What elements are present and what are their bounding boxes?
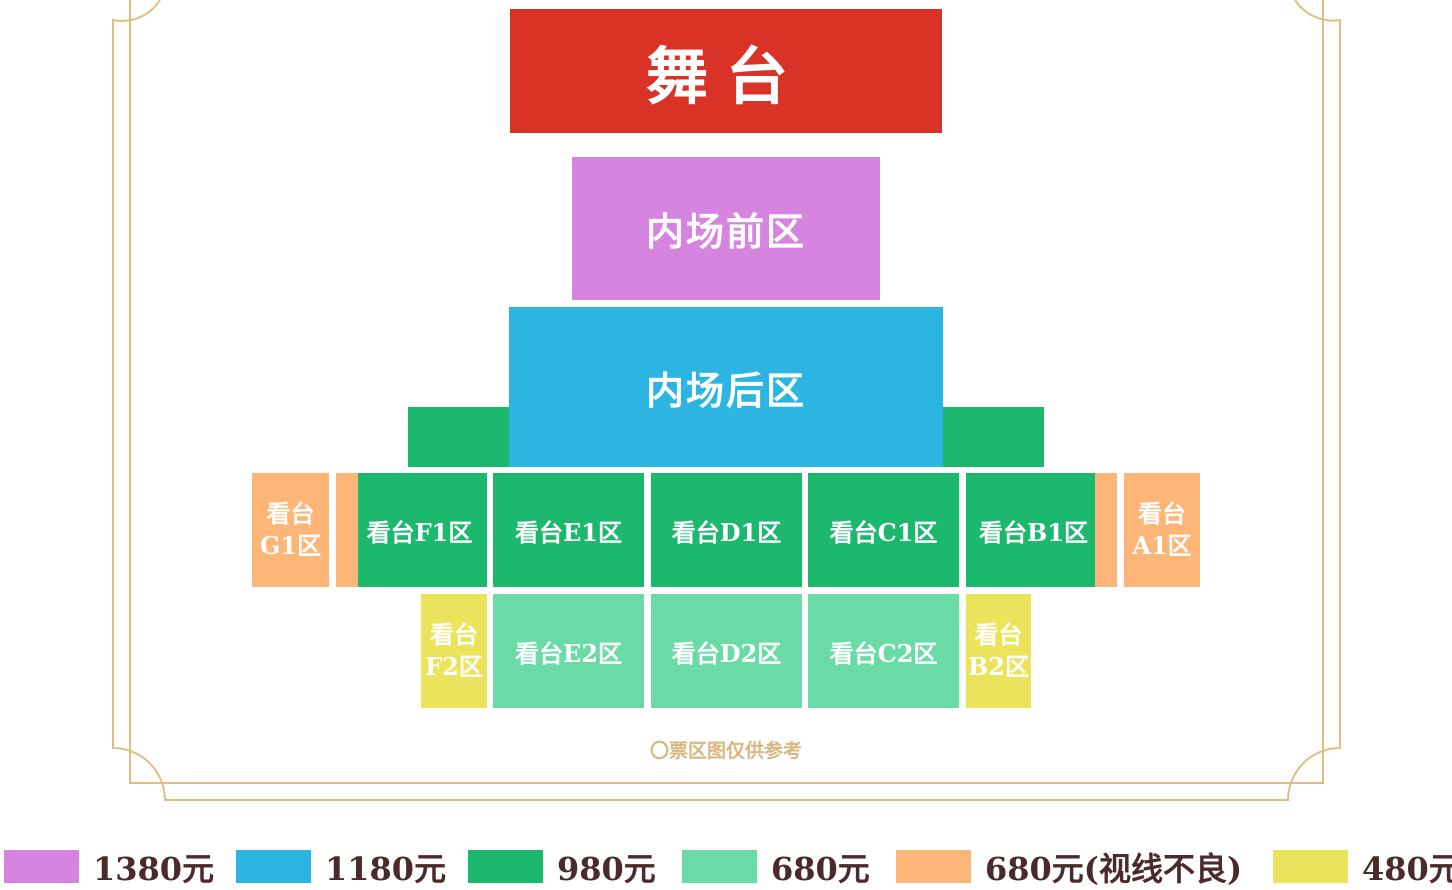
legend-item-980: 980元: [468, 850, 656, 888]
legend-swatch: [468, 850, 543, 883]
legend-label: 1380元: [93, 849, 215, 888]
zone-d1[interactable]: 看台D1区: [651, 473, 802, 587]
zone-label: 内场前区: [645, 209, 806, 254]
zone-label: 看台G1区: [259, 499, 322, 560]
zone-g1[interactable]: 看台G1区: [252, 473, 329, 587]
legend-swatch: [682, 850, 757, 883]
zone-label: 看台B2区: [968, 620, 1029, 681]
zone-e2[interactable]: 看台E2区: [493, 594, 644, 708]
stage: 舞台: [510, 9, 942, 133]
legend-item-480: 480元: [1273, 850, 1452, 888]
zone-label: 看台E1区: [515, 517, 622, 547]
zone-label: 看台B1区: [979, 517, 1088, 547]
zone-f2[interactable]: 看台F2区: [421, 594, 487, 708]
zone-label: 内场后区: [645, 367, 806, 413]
legend-swatch: [1273, 850, 1348, 883]
zone-a1[interactable]: 看台A1区: [1124, 473, 1200, 587]
zone-wing-right[interactable]: [942, 407, 1044, 467]
legend-label: 1180元: [325, 849, 447, 888]
zone-floor-rear[interactable]: 内场后区: [509, 307, 943, 467]
zone-floor-front[interactable]: 内场前区: [572, 157, 880, 300]
legend-label: 980元: [557, 849, 656, 888]
zone-f1[interactable]: 看台F1区: [352, 473, 487, 587]
zone-e1[interactable]: 看台E1区: [493, 473, 644, 587]
zone-label: 看台C1区: [829, 517, 938, 547]
legend-label: 480元: [1362, 849, 1452, 888]
legend-item-1380: 1380元: [4, 850, 214, 888]
zone-c1[interactable]: 看台C1区: [808, 473, 959, 587]
legend-label: 680元(视线不良): [985, 849, 1243, 888]
zone-label: 看台D2区: [671, 638, 782, 668]
zone-b2[interactable]: 看台B2区: [966, 594, 1031, 708]
legend-swatch: [4, 850, 79, 883]
zone-wing-left[interactable]: [408, 407, 510, 467]
legend-label: 680元: [771, 849, 870, 888]
zone-label: 看台C2区: [829, 638, 938, 668]
legend-item-1180: 1180元: [236, 850, 446, 888]
zone-label: 看台F2区: [425, 620, 483, 681]
disclaimer-note: 〇票区图仅供参考: [649, 740, 802, 762]
legend-item-680: 680元: [682, 850, 870, 888]
legend-swatch: [896, 850, 971, 883]
zone-label: 看台A1区: [1132, 499, 1192, 560]
stage-label: 舞台: [645, 40, 806, 113]
zone-label: 看台D1区: [671, 517, 782, 547]
zone-d2[interactable]: 看台D2区: [651, 594, 802, 708]
legend-swatch: [236, 850, 311, 883]
zone-c2[interactable]: 看台C2区: [808, 594, 959, 708]
legend-item-680-obstructed: 680元(视线不良): [896, 850, 1242, 888]
zone-label: 看台E2区: [515, 638, 622, 668]
zone-b1[interactable]: 看台B1区: [966, 473, 1101, 587]
zone-label: 看台F1区: [366, 517, 473, 547]
